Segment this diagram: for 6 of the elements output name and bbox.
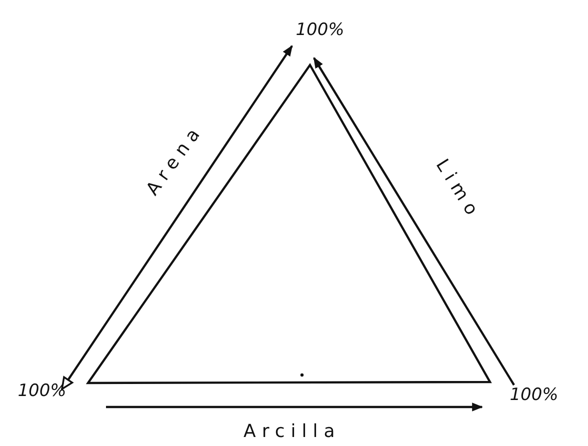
percent-label: 100% — [16, 381, 68, 401]
arrow — [313, 57, 515, 386]
arrow — [61, 45, 293, 390]
arrow — [106, 402, 484, 412]
percent-label: 100% — [294, 20, 346, 40]
percent-label: 100% — [508, 385, 560, 405]
